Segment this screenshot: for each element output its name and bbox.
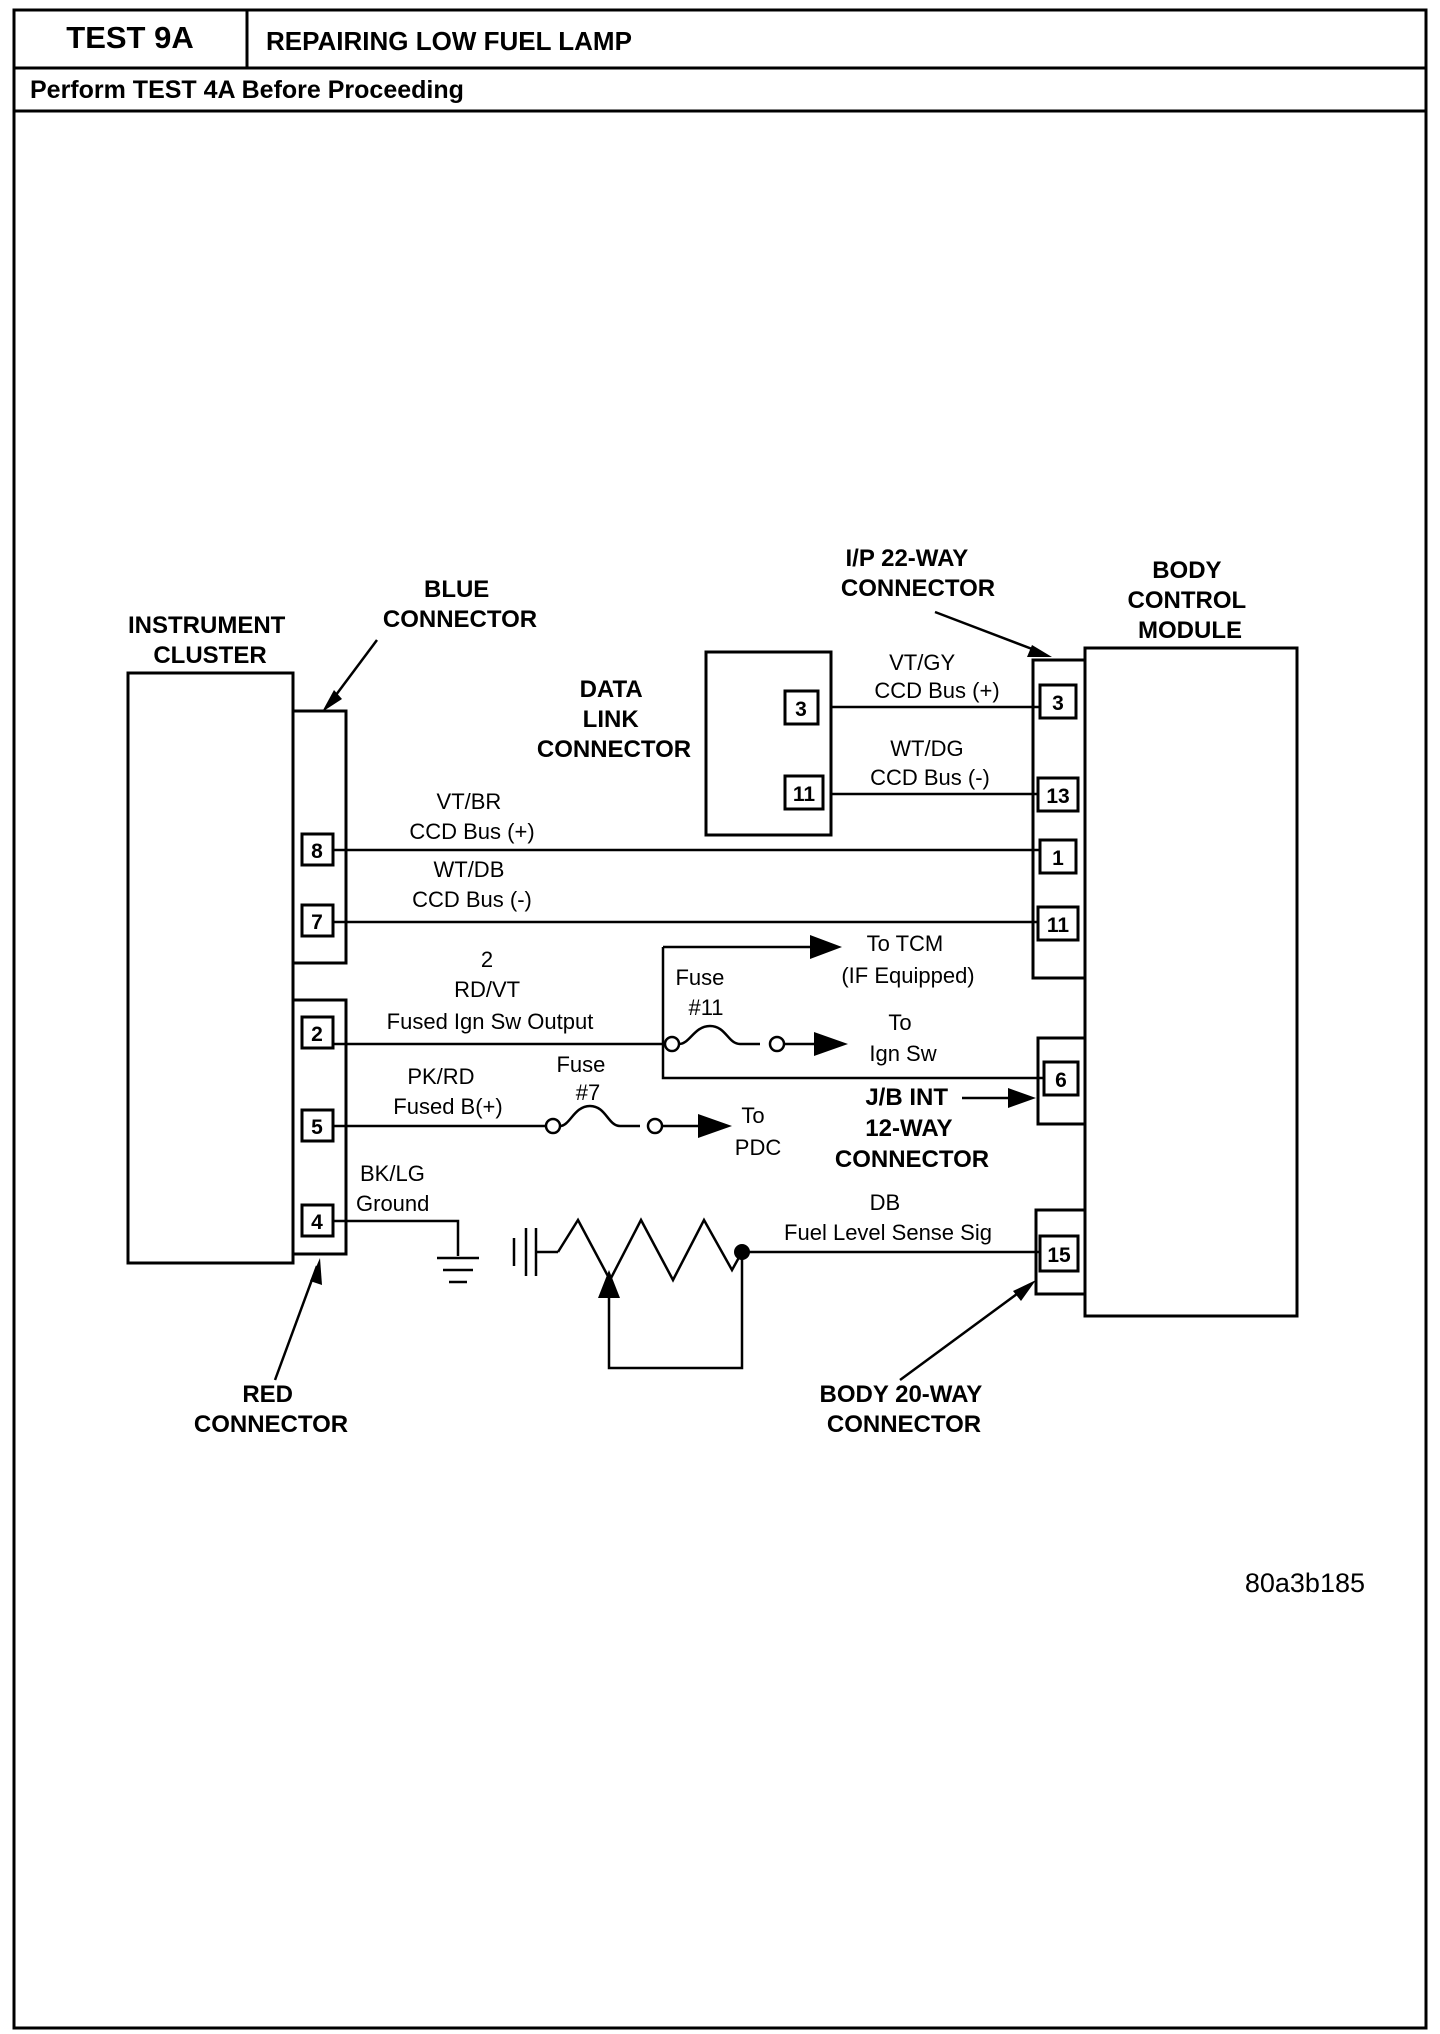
wire-ign-sw-junction — [661, 947, 1044, 1080]
pin-box-dlc-11 — [783, 774, 825, 811]
blue-connector-arrowhead — [322, 690, 342, 712]
wire-vt-gy-label: VT/GY CCD Bus (+) — [874, 650, 999, 703]
test-title: REPAIRING LOW FUEL LAMP — [266, 26, 632, 56]
arrow-to-tcm — [810, 935, 842, 959]
pin-bcm-15: 15 — [1047, 1244, 1071, 1267]
to-pdc-label: To PDC — [735, 1103, 782, 1160]
arrow-to-ign-sw — [814, 1032, 848, 1056]
red-connector-label: RED CONNECTOR — [194, 1381, 348, 1438]
pin-cluster-4: 4 — [311, 1211, 323, 1234]
page-frame — [12, 8, 1428, 2030]
pin-box-cluster-7 — [300, 903, 335, 938]
instrument-cluster-box — [126, 671, 295, 1265]
red-connector-arrowhead — [310, 1258, 322, 1285]
fuse-11-terminal-left — [663, 1035, 681, 1053]
red-connector-leader — [273, 1265, 319, 1381]
pin-cluster-8: 8 — [311, 840, 323, 863]
pin-box-bcm-15 — [1038, 1234, 1080, 1273]
wire-pk-rd-label: PK/RD Fused B(+) — [393, 1064, 502, 1119]
ip-connector-leader — [934, 610, 1041, 654]
fuel-level-sender — [512, 1217, 750, 1370]
body-20-way-connector-leader — [899, 1286, 1026, 1382]
body-20-way-connector-label: BODY 20-WAY CONNECTOR — [820, 1381, 989, 1438]
to-ign-sw-label: To Ign Sw — [869, 1010, 936, 1066]
ip-22-way-connector-label: I/P 22-WAY CONNECTOR — [841, 545, 995, 602]
jb-int-connector-arrowhead — [1008, 1088, 1036, 1108]
pin-box-dlc-3 — [783, 689, 820, 726]
fuse-11-element — [678, 1024, 760, 1046]
fuse-7-terminal-left — [544, 1117, 562, 1135]
wire-wt-db-label: WT/DB CCD Bus (-) — [412, 857, 532, 912]
body-20-way-connector-arrowhead — [1013, 1280, 1036, 1301]
pin-cluster-5: 5 — [311, 1116, 323, 1139]
test-subtitle: Perform TEST 4A Before Proceeding — [30, 76, 464, 104]
blue-connector-label: BLUE CONNECTOR — [383, 576, 537, 633]
fuse-7-element — [559, 1104, 640, 1128]
wire-rd-vt-label: 2 RD/VT Fused Ign Sw Output — [387, 947, 594, 1034]
wire-wt-dg-label: WT/DG CCD Bus (-) — [870, 736, 990, 790]
body-control-module-label: BODY CONTROL MODULE — [1128, 557, 1253, 644]
wire-db-label: DB Fuel Level Sense Sig — [784, 1190, 992, 1245]
pin-box-bcm-3 — [1038, 683, 1078, 720]
wire-bk-lg — [333, 1219, 460, 1256]
fuse-7-terminal-right — [646, 1117, 664, 1135]
pin-cluster-7: 7 — [311, 911, 323, 934]
pin-bcm-1: 1 — [1052, 847, 1064, 870]
pin-box-cluster-2 — [300, 1015, 335, 1050]
wire-bk-lg-label: BK/LG Ground — [356, 1161, 431, 1216]
arrow-to-pdc — [698, 1114, 732, 1138]
instrument-cluster-label: INSTRUMENT CLUSTER — [128, 612, 292, 669]
pin-dlc-11: 11 — [793, 783, 816, 806]
pin-box-bcm-1 — [1038, 838, 1078, 875]
pin-cluster-2: 2 — [311, 1023, 323, 1046]
fuse-11-terminal-right — [768, 1035, 786, 1053]
fuse-11-label: Fuse #11 — [675, 965, 730, 1020]
pin-bcm-6: 6 — [1055, 1069, 1067, 1092]
to-tcm-label: To TCM (IF Equipped) — [841, 931, 974, 988]
pin-dlc-3: 3 — [795, 698, 807, 721]
test-id: TEST 9A — [66, 20, 193, 55]
fuse-7-label: Fuse #7 — [556, 1052, 611, 1105]
pin-box-bcm-11 — [1036, 905, 1080, 942]
ip-connector-arrowhead — [1027, 645, 1052, 657]
wire-vt-br-label: VT/BR CCD Bus (+) — [409, 789, 534, 844]
data-link-connector-label: DATA LINK CONNECTOR — [537, 676, 691, 763]
body-control-module-box — [1083, 646, 1299, 1318]
jb-int-connector-label: J/B INT 12-WAY CONNECTOR — [835, 1084, 989, 1173]
ground-symbol — [437, 1256, 479, 1284]
pin-bcm-13: 13 — [1046, 785, 1069, 808]
pin-bcm-11: 11 — [1047, 914, 1070, 937]
figure-id: 80a3b185 — [1245, 1568, 1365, 1598]
pin-bcm-3: 3 — [1052, 692, 1064, 715]
